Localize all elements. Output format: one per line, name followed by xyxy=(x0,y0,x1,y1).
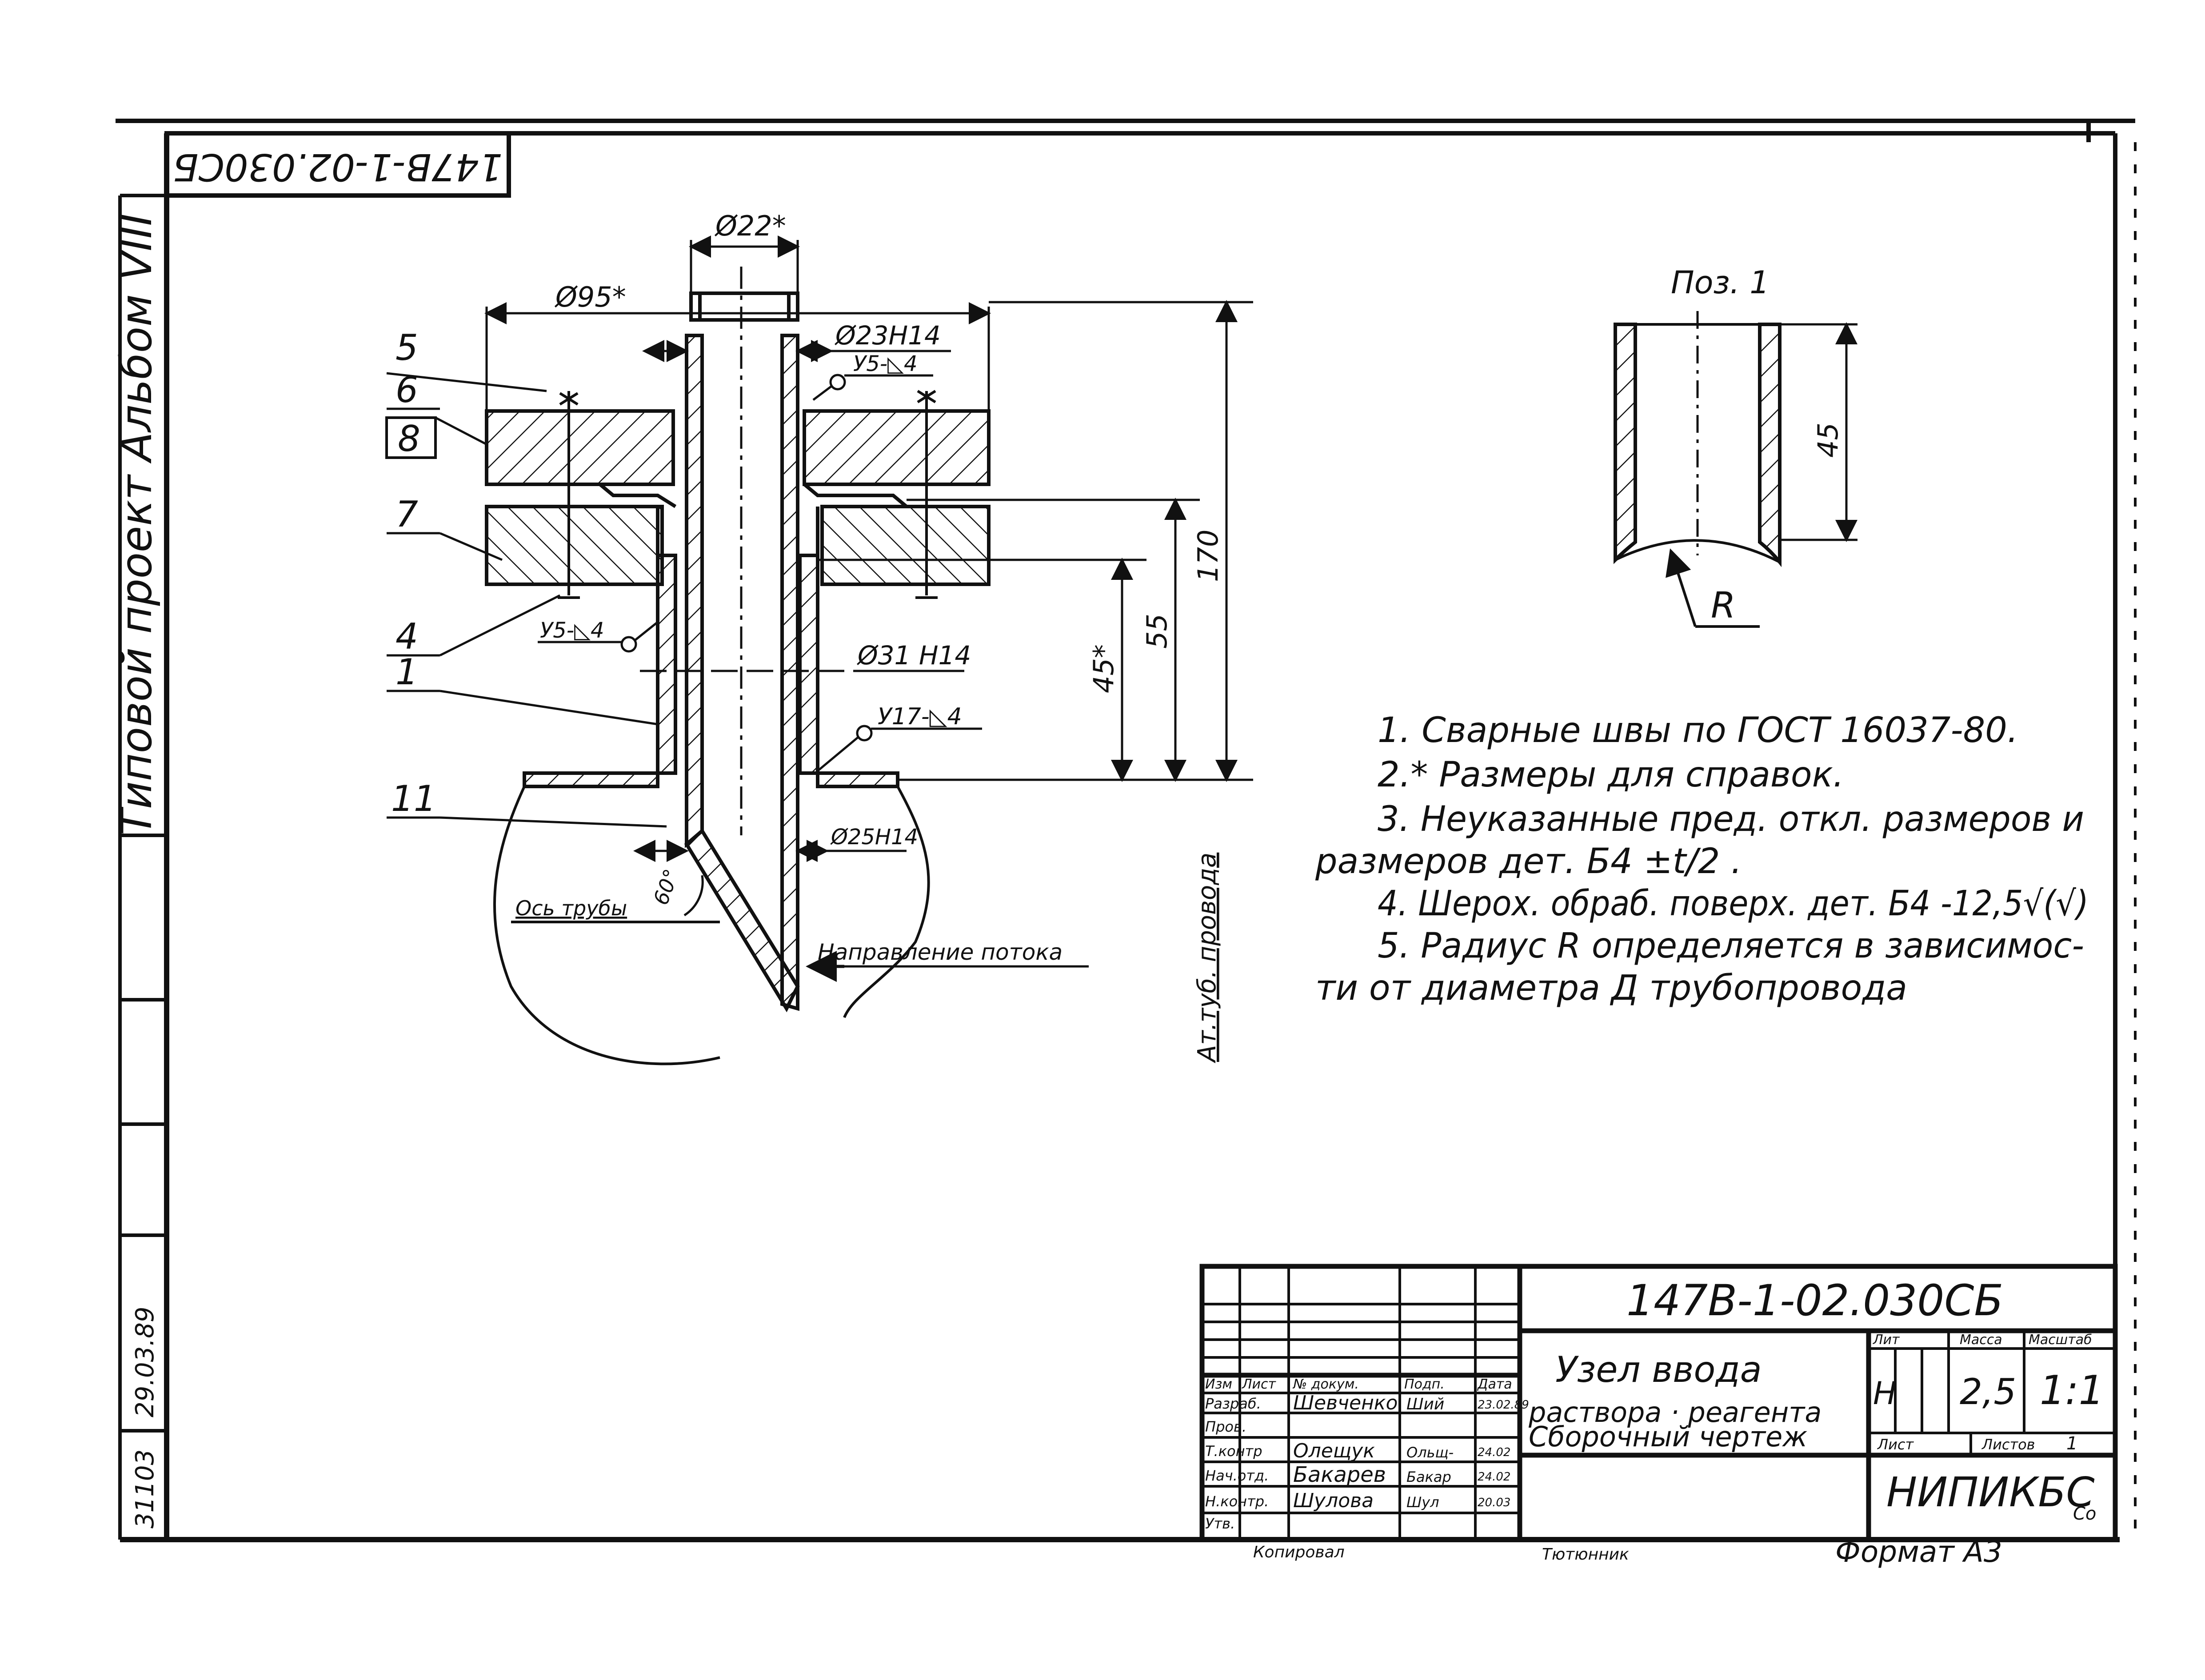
pos-8: 8 xyxy=(398,418,420,459)
tb-head-izm: Изм xyxy=(1205,1377,1232,1392)
tb-mass: 2,5 xyxy=(1960,1371,2016,1413)
note-2: 2.* Размеры для справок. xyxy=(1378,755,1844,795)
tb-role-sign: Шул xyxy=(1406,1494,1439,1511)
note-3: 3. Неуказанные пред. откл. размеров и xyxy=(1378,799,2084,839)
footer: Копировал Тютюнник Формат А3 xyxy=(1253,1535,2002,1569)
pos-6: 6 xyxy=(395,369,418,411)
dim-h55: 55 xyxy=(1141,614,1173,649)
lower-plate xyxy=(485,505,664,586)
tb-doc-number: 147В-1-02.030СБ xyxy=(1626,1276,2003,1325)
footer-tracer: Тютюнник xyxy=(1542,1545,1629,1564)
tb-role-name: Бакарев xyxy=(1293,1462,1386,1487)
tb-sheet-label: Лист xyxy=(1877,1436,1914,1453)
rotated-code: 147В-1-02.030СБ xyxy=(173,145,503,189)
detail-view: Поз. 1 45 R xyxy=(1614,264,1857,628)
assembly-labels: Ось трубы Направление потока Ат.туб. про… xyxy=(515,853,1222,1063)
tb-role: Разраб. xyxy=(1205,1395,1261,1412)
tb-role-date: 20.03 xyxy=(1478,1496,1510,1509)
tb-role-date: 24.02 xyxy=(1478,1470,1510,1484)
tb-role: Нач.отд. xyxy=(1205,1467,1269,1484)
note-4: 4. Шерох. обраб. поверх. дет. Б4 -12,5√(… xyxy=(1378,884,2089,924)
dim-d31: Ø31 Н14 xyxy=(857,640,971,670)
tb-name-line2: раствора · реагента xyxy=(1528,1396,1822,1429)
tb-role-sign: Ший xyxy=(1406,1395,1444,1413)
tube-bevel xyxy=(684,828,800,1013)
tb-role: Т.контр xyxy=(1205,1443,1262,1460)
detail-wall-left xyxy=(1614,323,1637,564)
rotated-code-box: 147В-1-02.030СБ xyxy=(164,131,511,198)
pipe-axis-label: Ось трубы xyxy=(515,896,627,920)
assembly-view xyxy=(485,267,991,1065)
tb-scale: 1:1 xyxy=(2040,1367,2104,1414)
note-3b: размеров дет. Б4 ±t/2 . xyxy=(1315,842,1742,882)
inner-tube-left xyxy=(685,334,704,848)
tb-role: Н.контр. xyxy=(1205,1493,1269,1510)
detail-dim-45: 45 xyxy=(1812,423,1844,458)
upper-plate xyxy=(485,409,675,486)
weld-left: У5-◺4 xyxy=(540,618,604,643)
tb-role-name: Шевченко xyxy=(1293,1392,1398,1414)
title-block: 147В-1-02.030СБ Узел ввода раствора · ре… xyxy=(1199,1264,2118,1542)
tb-sheets-label: Листов xyxy=(1981,1436,2035,1453)
footer-copied: Копировал xyxy=(1253,1543,1345,1561)
tb-lit-label: Лит xyxy=(1873,1332,1900,1348)
pipe-wall-right xyxy=(816,771,899,788)
pipeline-axis-label: Ат.туб. провода xyxy=(1193,853,1222,1063)
dim-h170: 170 xyxy=(1192,530,1224,582)
dim-d25: Ø25Н14 xyxy=(830,825,918,850)
note-1: 1. Сварные швы по ГОСТ 16037-80. xyxy=(1378,710,2018,750)
tb-name-line3: Сборочный чертеж xyxy=(1529,1421,1807,1453)
detail-radius: R xyxy=(1711,585,1736,626)
footer-format: Формат А3 xyxy=(1835,1535,2002,1569)
pos-1: 1 xyxy=(395,651,418,693)
sleeve-right xyxy=(798,554,819,775)
tb-role-name: Шулова xyxy=(1293,1489,1374,1512)
pos-7: 7 xyxy=(395,494,418,535)
upper-plate-right xyxy=(803,409,991,486)
tb-lit: Н xyxy=(1873,1375,1897,1412)
lower-plate-right xyxy=(820,505,991,586)
position-leaders: 5 6 8 7 4 1 11 xyxy=(385,327,667,828)
tb-role-date: 23.02.89 xyxy=(1478,1398,1529,1412)
pipe-wall-left xyxy=(523,771,659,788)
tb-head-date: Дата xyxy=(1477,1377,1512,1392)
dim-d22: Ø22* xyxy=(714,210,786,242)
tb-role-date: 24.02 xyxy=(1478,1446,1510,1459)
tb-sheets: 1 xyxy=(2066,1433,2077,1454)
tb-role: Утв. xyxy=(1205,1515,1235,1532)
note-5b: ти от диаметра Д трубопровода xyxy=(1315,968,1907,1008)
sleeve-left xyxy=(656,554,677,775)
detail-title: Поз. 1 xyxy=(1671,264,1770,301)
notes-block: 1. Сварные швы по ГОСТ 16037-80. 2.* Раз… xyxy=(1315,710,2089,1008)
album-label: Типовой проект Альбом VIII xyxy=(112,213,161,835)
dim-angle: 60° xyxy=(649,866,684,908)
dim-d95: Ø95* xyxy=(554,281,626,313)
detail-wall-right xyxy=(1758,323,1782,567)
tb-role: Пров. xyxy=(1205,1418,1246,1435)
tb-head-sign: Подп. xyxy=(1404,1377,1445,1392)
tb-head-list: Лист xyxy=(1242,1377,1277,1392)
side-stamp-date: 29.03.89 xyxy=(131,1307,160,1417)
tb-name-line1: Узел ввода xyxy=(1555,1349,1762,1390)
tb-role-sign: Бакар xyxy=(1406,1469,1451,1485)
weld-marks: У5-◺4 У5-◺4 У17-◺4 xyxy=(538,351,982,772)
weld-right: У17-◺4 xyxy=(878,703,962,730)
pos-5: 5 xyxy=(395,327,418,368)
pos-4: 4 xyxy=(395,616,418,657)
tb-head-doc: № докум. xyxy=(1292,1377,1359,1392)
pos-11: 11 xyxy=(391,778,436,819)
side-stamp-number: 31103 xyxy=(131,1449,160,1528)
tb-org-suffix: Со xyxy=(2073,1504,2096,1524)
dim-h45: 45* xyxy=(1087,644,1120,693)
tb-role-name: Олещук xyxy=(1293,1440,1375,1462)
tb-mass-label: Масса xyxy=(1960,1332,2002,1348)
tb-role-sign: Ольщ- xyxy=(1406,1444,1454,1461)
tb-org: НИПИКБС xyxy=(1886,1469,2095,1516)
flow-direction-label: Направление потока xyxy=(818,939,1063,965)
dim-d23: Ø23Н14 xyxy=(835,320,941,351)
weld-top: У5-◺4 xyxy=(853,351,918,376)
note-5: 5. Радиус R определяется в зависимос- xyxy=(1378,926,2084,966)
tb-scale-label: Масштаб xyxy=(2029,1332,2092,1348)
